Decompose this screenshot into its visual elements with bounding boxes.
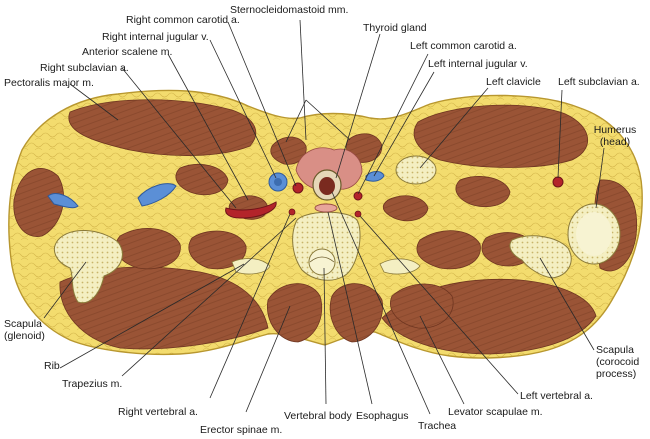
rib-shape-left (379, 258, 421, 275)
vein-right-upper (137, 183, 177, 207)
label-anterior-scalene: Anterior scalene m. (82, 46, 173, 58)
label-right-subclavian: Right subclavian a. (40, 62, 129, 74)
esophagus-shape (314, 203, 338, 213)
label-esophagus: Esophagus (356, 410, 409, 422)
label-left-common-carotid: Left common carotid a. (410, 40, 517, 52)
muscle-chunk-3 (416, 230, 481, 270)
label-humerus: Humerus (head) (593, 124, 637, 148)
label-left-subclavian: Left subclavian a. (558, 76, 640, 88)
vertebral-body-shape (308, 248, 336, 276)
muscle-chunk-5 (175, 164, 229, 196)
muscle-chunk-7 (382, 195, 429, 222)
left-clavicle-shape (395, 155, 437, 185)
vein-right-lateral (47, 193, 79, 209)
right-vertebral-shape (288, 208, 296, 216)
right-common-carotid-shape (292, 182, 304, 194)
left-subclavian-shape (552, 176, 564, 188)
muscle-chunk-6 (455, 176, 511, 208)
label-left-internal-jugular: Left internal jugular v. (428, 58, 528, 70)
left-vertebral-shape (354, 210, 362, 218)
label-trachea: Trachea (418, 420, 457, 432)
label-vertebral-body: Vertebral body (284, 410, 352, 422)
left-common-carotid-shape (353, 191, 363, 201)
pectoralis-major-left-shape (413, 104, 589, 168)
leader-lines (43, 19, 605, 415)
label-levator-scapulae: Levator scapulae m. (448, 406, 543, 418)
label-right-vertebral: Right vertebral a. (118, 406, 198, 418)
label-sternocleidomastoid: Sternocleidomastoid mm. (230, 4, 349, 16)
label-left-clavicle: Left clavicle (486, 76, 541, 88)
label-rib: Rib (44, 360, 60, 372)
label-pectoralis-major: Pectoralis major m. (4, 77, 94, 89)
label-erector-spinae: Erector spinae m. (200, 424, 283, 436)
label-scapula-coracoid: Scapula (corocoid process) (596, 344, 640, 380)
label-scapula-glenoid: Scapula (glenoid) (4, 318, 45, 342)
left-internal-jugular-shape (365, 171, 385, 182)
label-thyroid-gland: Thyroid gland (363, 22, 427, 34)
erector-spinae-left-shape (329, 283, 384, 343)
label-right-internal-jugular: Right internal jugular v. (102, 31, 209, 43)
rib-shape-right (231, 258, 271, 275)
label-left-vertebral: Left vertebral a. (520, 390, 593, 402)
label-right-common-carotid: Right common carotid a. (126, 14, 240, 26)
right-subclavian-shape (225, 201, 277, 219)
pectoralis-major-right-shape (68, 99, 257, 156)
levator-scapulae-shape (390, 283, 454, 329)
scapula-glenoid-shape (54, 229, 123, 304)
label-trapezius: Trapezius m. (62, 378, 123, 390)
